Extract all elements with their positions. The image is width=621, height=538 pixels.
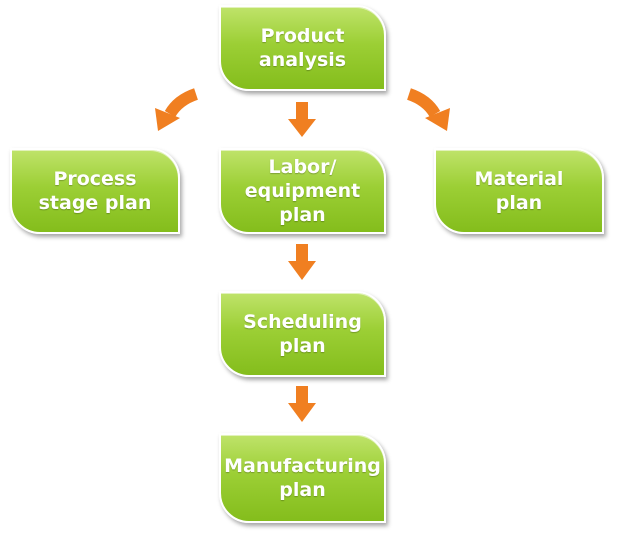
node-label: Process stage plan [38,168,152,214]
node-scheduling-plan: Scheduling plan [219,291,386,377]
arrow-scheduling-to-manufacturing [288,386,316,422]
node-labor-equipment-plan: Labor/ equipment plan [219,148,386,234]
node-label: Material plan [474,168,564,214]
node-label: Manufacturing plan [224,455,381,501]
arrow-product-to-material [406,88,450,131]
node-manufacturing-plan: Manufacturing plan [219,433,386,523]
node-product-analysis: Product analysis [219,5,386,91]
arrow-product-to-process [155,88,199,131]
arrow-product-to-labor [288,102,316,137]
arrow-labor-to-scheduling [288,244,316,280]
node-process-stage-plan: Process stage plan [10,148,180,234]
node-label: Product analysis [258,25,347,71]
node-label: Scheduling plan [243,311,362,357]
node-material-plan: Material plan [434,148,604,234]
node-label: Labor/ equipment plan [244,156,361,226]
